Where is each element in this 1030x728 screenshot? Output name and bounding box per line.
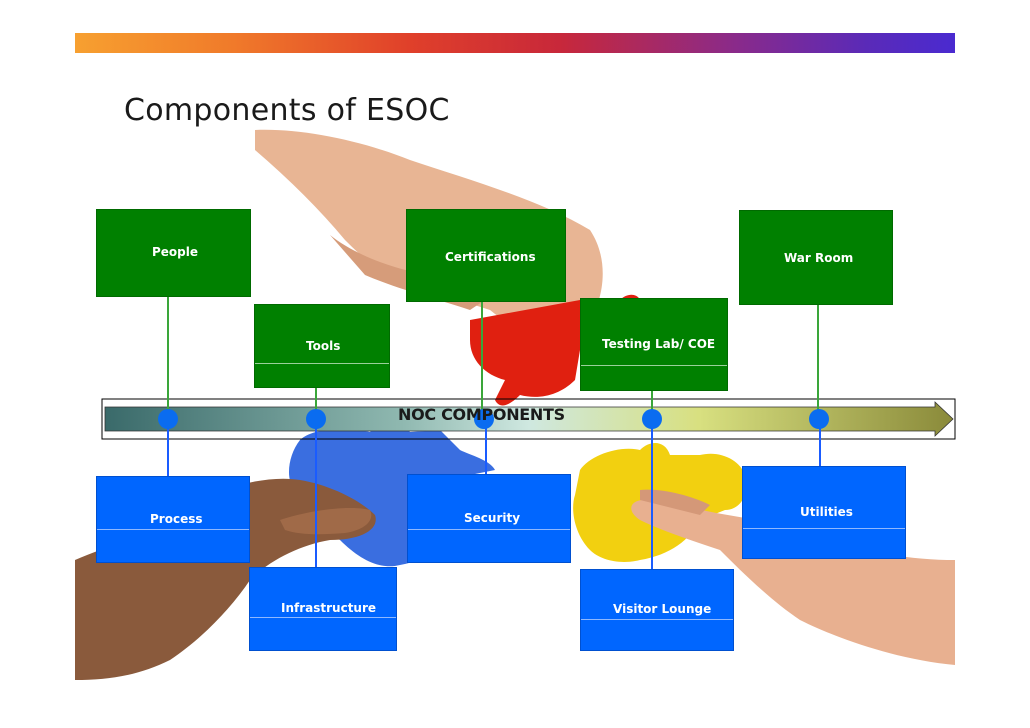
component-box-utilities: Utilities	[742, 466, 906, 559]
component-box-visitor-lounge: Visitor Lounge	[580, 569, 734, 651]
component-label: Tools	[306, 339, 341, 353]
component-label: Visitor Lounge	[613, 602, 712, 616]
component-label: Utilities	[800, 505, 853, 519]
component-box-infrastructure: Infrastructure	[249, 567, 397, 651]
component-box-war-room: War Room	[739, 210, 893, 305]
timeline-marker	[306, 409, 326, 429]
component-box-testing-lab: Testing Lab/ COE	[580, 298, 728, 391]
timeline-marker	[158, 409, 178, 429]
component-box-process: Process	[96, 476, 250, 563]
component-box-people: People	[96, 209, 251, 297]
timeline-marker	[809, 409, 829, 429]
timeline-frame	[101, 398, 956, 440]
component-label: Infrastructure	[281, 601, 377, 615]
component-label: Certifications	[445, 250, 536, 264]
component-box-security: Security	[407, 474, 571, 563]
timeline-label: NOC COMPONENTS	[398, 405, 565, 424]
timeline-marker	[642, 409, 662, 429]
timeline-marker	[474, 409, 494, 429]
component-label: Testing Lab/ COE	[602, 337, 716, 351]
component-box-certifications: Certifications	[406, 209, 566, 302]
decorative-header-bar	[75, 33, 955, 53]
component-box-tools: Tools	[254, 304, 390, 388]
component-label: Security	[464, 511, 521, 525]
component-label: War Room	[784, 251, 854, 265]
component-label: Process	[150, 512, 203, 526]
slide-title: Components of ESOC	[124, 93, 450, 128]
component-label: People	[152, 245, 199, 259]
